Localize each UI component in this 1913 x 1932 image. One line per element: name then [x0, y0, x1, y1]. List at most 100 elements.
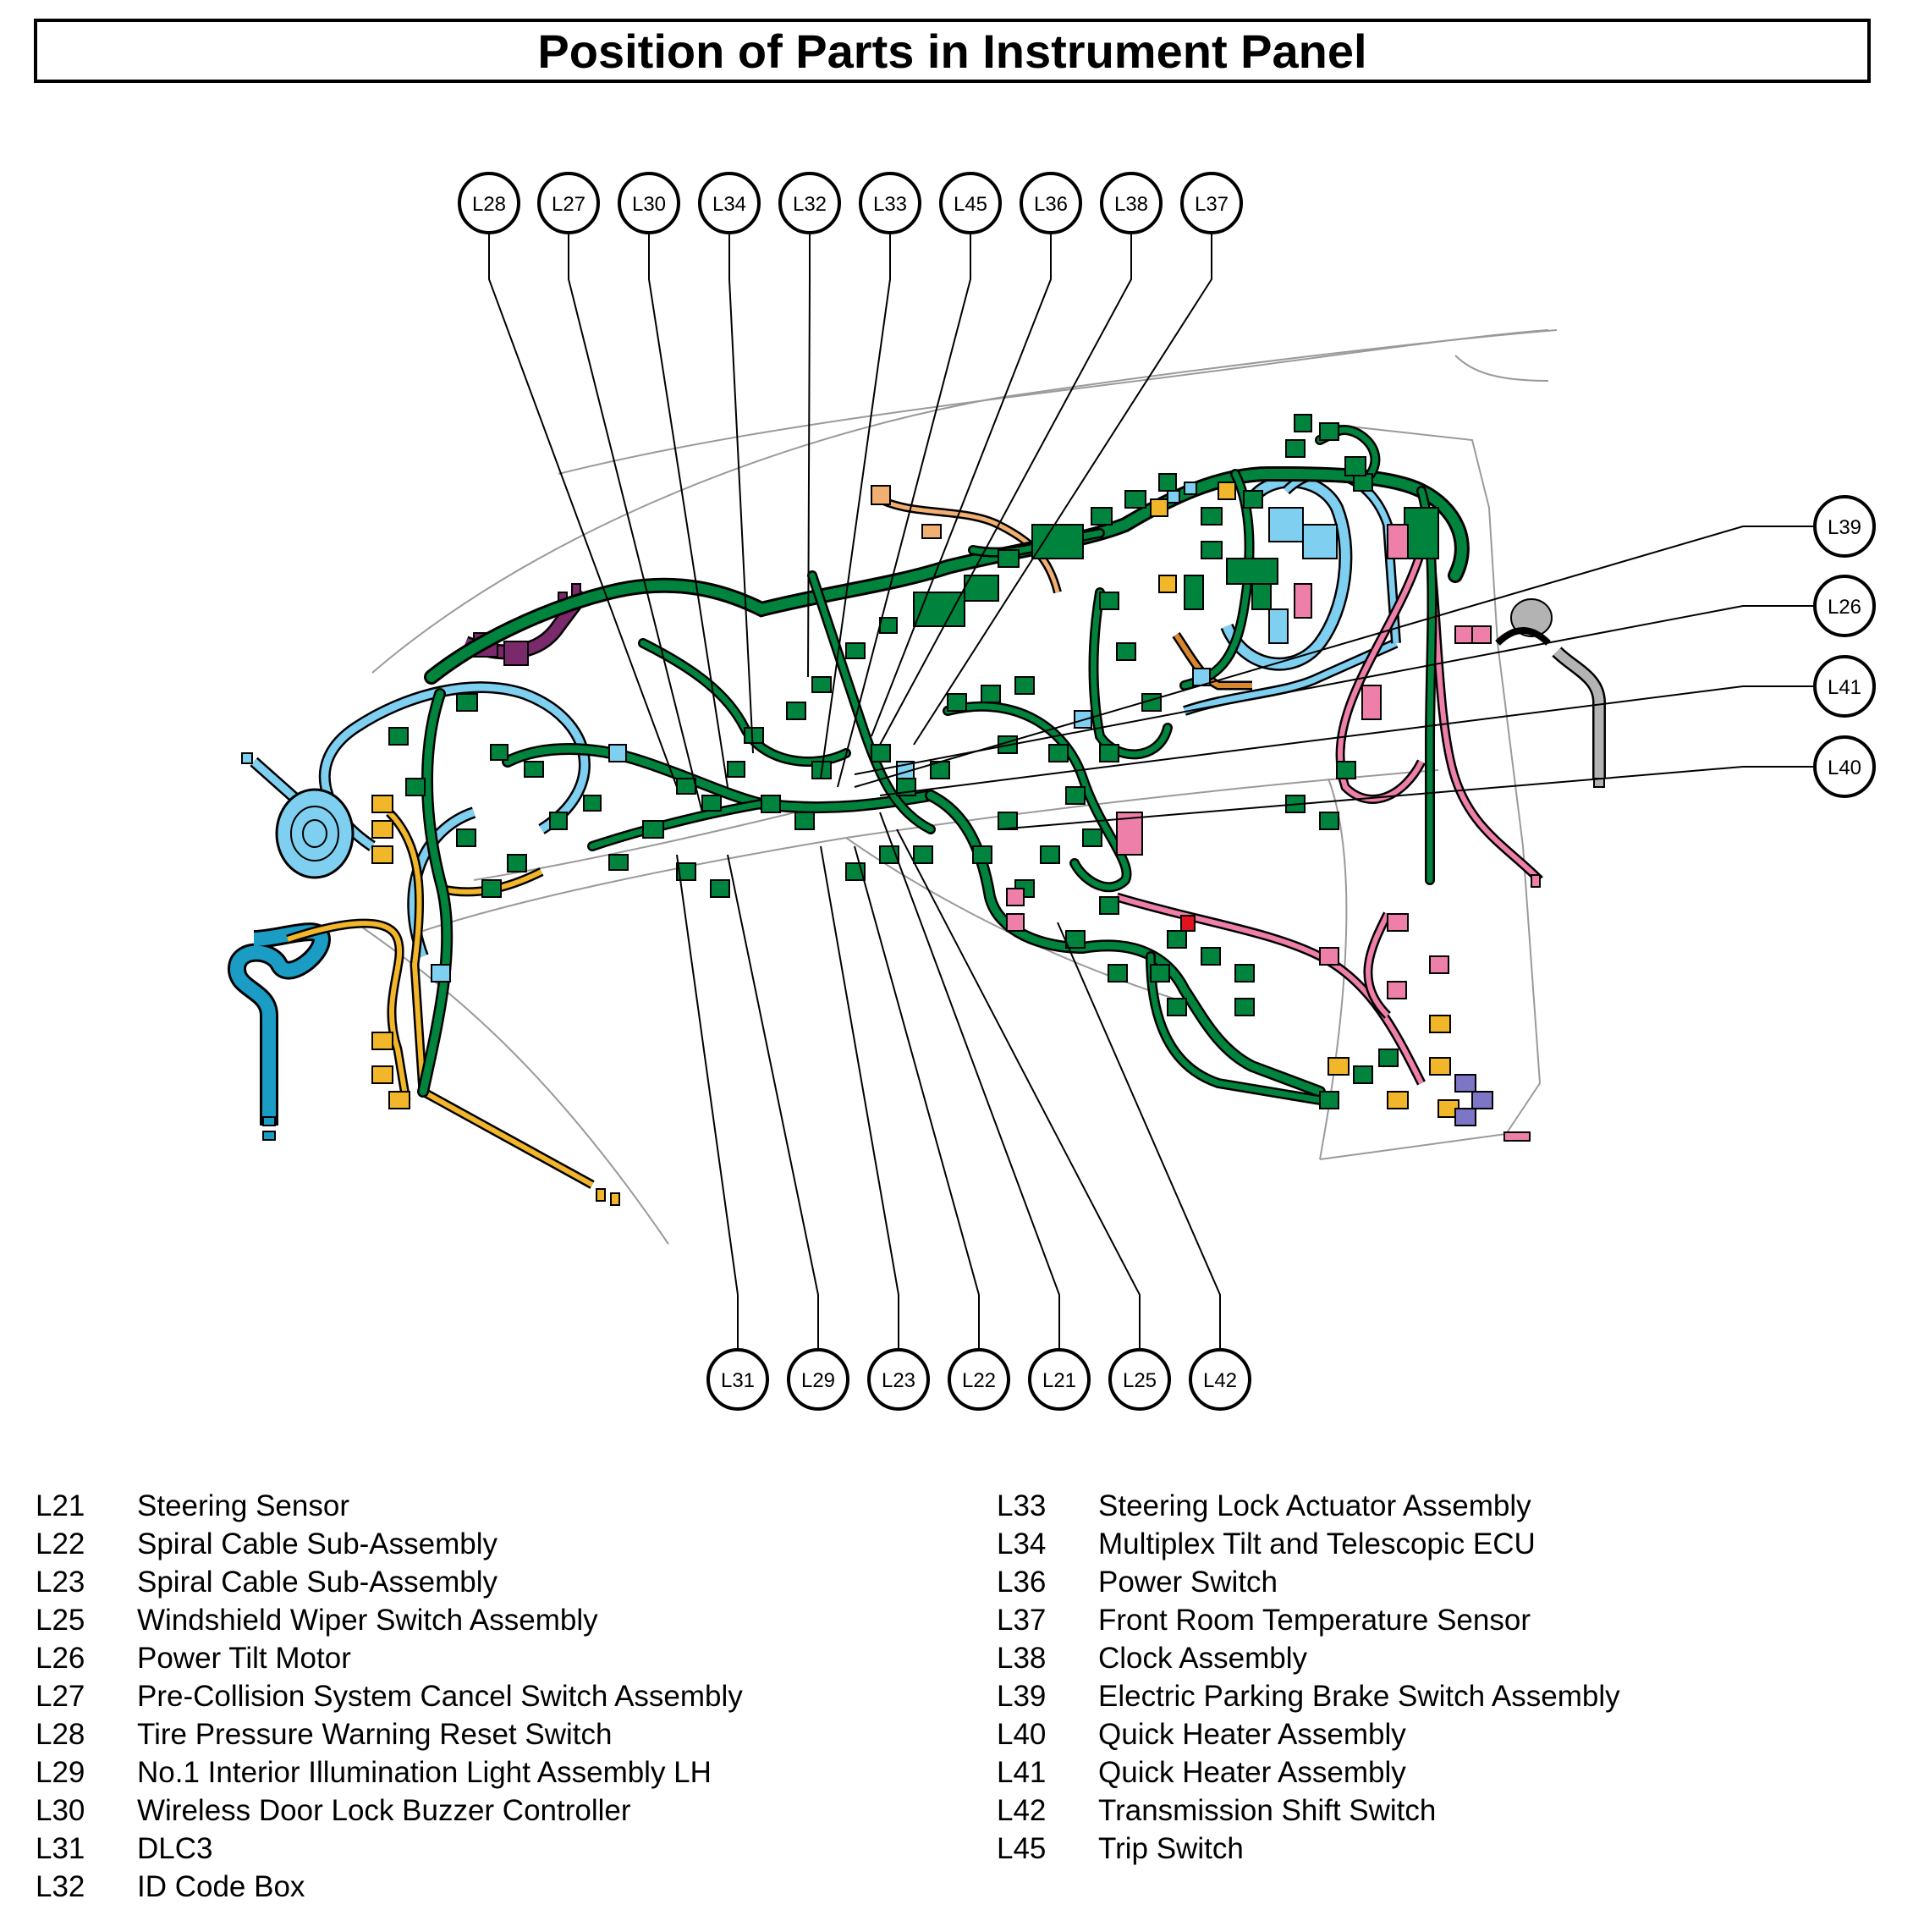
callout-circle — [1813, 655, 1876, 718]
legend-code: L22 — [36, 1527, 85, 1560]
leader-l29 — [727, 854, 819, 1350]
legend-part-name: Power Switch — [1098, 1566, 1278, 1599]
callout-l42: L42 — [1189, 1348, 1251, 1411]
legend-part-name: Quick Heater Assembly — [1098, 1718, 1406, 1751]
legend-part-name: Spiral Cable Sub-Assembly — [137, 1566, 498, 1599]
legend-code: L45 — [997, 1832, 1047, 1865]
callout-l41: L41 — [1813, 655, 1876, 718]
page-title: Position of Parts in Instrument Panel — [537, 24, 1367, 78]
legend-code: L42 — [997, 1794, 1047, 1827]
leader-l34 — [728, 233, 754, 754]
callout-label: L37 — [1195, 193, 1229, 216]
legend-part-name: Tire Pressure Warning Reset Switch — [137, 1718, 613, 1751]
title-box: Position of Parts in Instrument Panel — [34, 19, 1871, 83]
callout-l40: L40 — [1813, 735, 1876, 798]
legend-part-name: Quick Heater Assembly — [1098, 1756, 1406, 1789]
callout-l25: L25 — [1108, 1348, 1171, 1411]
callout-l27: L27 — [537, 172, 600, 234]
callout-circle — [698, 172, 761, 234]
leader-lines — [488, 233, 1815, 1350]
legend-part-name: Spiral Cable Sub-Assembly — [137, 1527, 498, 1560]
legend-code: L31 — [36, 1832, 85, 1865]
callout-label: L30 — [632, 193, 666, 216]
callout-l29: L29 — [787, 1348, 849, 1411]
legend-code: L40 — [997, 1718, 1047, 1751]
callout-circle — [1813, 735, 1876, 798]
legend-part-name: Wireless Door Lock Buzzer Controller — [137, 1794, 631, 1827]
callout-circle — [1108, 1348, 1171, 1411]
leader-l25 — [896, 828, 1141, 1350]
leader-l27 — [568, 233, 703, 813]
callout-label: L34 — [712, 193, 746, 216]
legend-part-name: Clock Assembly — [1098, 1642, 1308, 1675]
yellow-connectors — [371, 482, 1459, 1118]
gray-harness — [1495, 598, 1606, 788]
legend-part-name: Steering Sensor — [137, 1489, 349, 1522]
leader-l33 — [820, 233, 891, 779]
callout-label: L36 — [1034, 193, 1068, 216]
leader-l32 — [807, 233, 811, 678]
legend-code: L21 — [36, 1489, 85, 1522]
callout-l21: L21 — [1028, 1348, 1091, 1411]
callout-label: L21 — [1042, 1369, 1076, 1392]
leader-l45 — [837, 233, 971, 788]
legend-code: L33 — [997, 1489, 1047, 1522]
callout-label: L28 — [472, 193, 506, 216]
callout-circle — [618, 172, 680, 234]
legend-part-name: No.1 Interior Illumination Light Assembl… — [137, 1756, 712, 1789]
callout-circle — [859, 172, 921, 234]
legend-part-name: Windshield Wiper Switch Assembly — [137, 1604, 598, 1637]
legend-code: L34 — [997, 1527, 1047, 1560]
callout-label: L27 — [552, 193, 585, 216]
callout-l32: L32 — [778, 172, 841, 234]
callout-l45: L45 — [939, 172, 1002, 234]
leader-l30 — [648, 233, 728, 788]
callout-circle — [1180, 172, 1243, 234]
legend-part-name: DLC3 — [137, 1832, 213, 1865]
callout-l34: L34 — [698, 172, 761, 234]
legend-code: L27 — [36, 1680, 85, 1713]
dashboard-outline — [355, 329, 1558, 1245]
legend-part-name: Electric Parking Brake Switch Assembly — [1098, 1680, 1620, 1713]
callout-label: L41 — [1828, 676, 1861, 699]
callout-label: L31 — [721, 1369, 755, 1392]
leader-l37 — [913, 233, 1212, 746]
leader-l39 — [854, 526, 1815, 788]
legend-code: L30 — [36, 1794, 85, 1827]
left-blue-reel — [241, 752, 355, 879]
callout-circle — [537, 172, 600, 234]
leader-l36 — [871, 233, 1052, 737]
leader-l41 — [879, 685, 1815, 796]
callout-circle — [458, 172, 520, 234]
callout-circle — [778, 172, 841, 234]
callout-l39: L39 — [1813, 495, 1876, 558]
callout-l37: L37 — [1180, 172, 1243, 234]
callout-l30: L30 — [618, 172, 680, 234]
leader-l28 — [488, 233, 678, 788]
legend-part-name: Multiplex Tilt and Telescopic ECU — [1098, 1527, 1536, 1560]
legend-code: L36 — [997, 1566, 1047, 1599]
callout-circle — [787, 1348, 849, 1411]
legend-part-name: Trip Switch — [1098, 1832, 1244, 1865]
callout-l26: L26 — [1813, 575, 1876, 637]
callout-circle — [1100, 172, 1163, 234]
pink-connectors — [1006, 524, 1492, 999]
teal-harness — [227, 922, 332, 1141]
callout-l31: L31 — [706, 1348, 769, 1411]
callout-label: L22 — [962, 1369, 996, 1392]
callout-l28: L28 — [458, 172, 520, 234]
instrument-panel-diagram: L28L27L30L34L32L33L45L36L38L37L39L26L41L… — [227, 172, 1876, 1411]
callout-circle — [1189, 1348, 1251, 1411]
callout-label: L39 — [1828, 516, 1861, 539]
callout-label: L33 — [873, 193, 907, 216]
callout-label: L42 — [1203, 1369, 1237, 1392]
legend-code: L38 — [997, 1642, 1047, 1675]
callout-label: L40 — [1828, 757, 1861, 779]
callout-l33: L33 — [859, 172, 921, 234]
callout-circle — [1813, 495, 1876, 558]
callout-label: L45 — [954, 193, 987, 216]
callout-circle — [948, 1348, 1010, 1411]
left-yellow-harness — [286, 809, 620, 1206]
callout-circle — [706, 1348, 769, 1411]
leader-l22 — [854, 845, 980, 1350]
